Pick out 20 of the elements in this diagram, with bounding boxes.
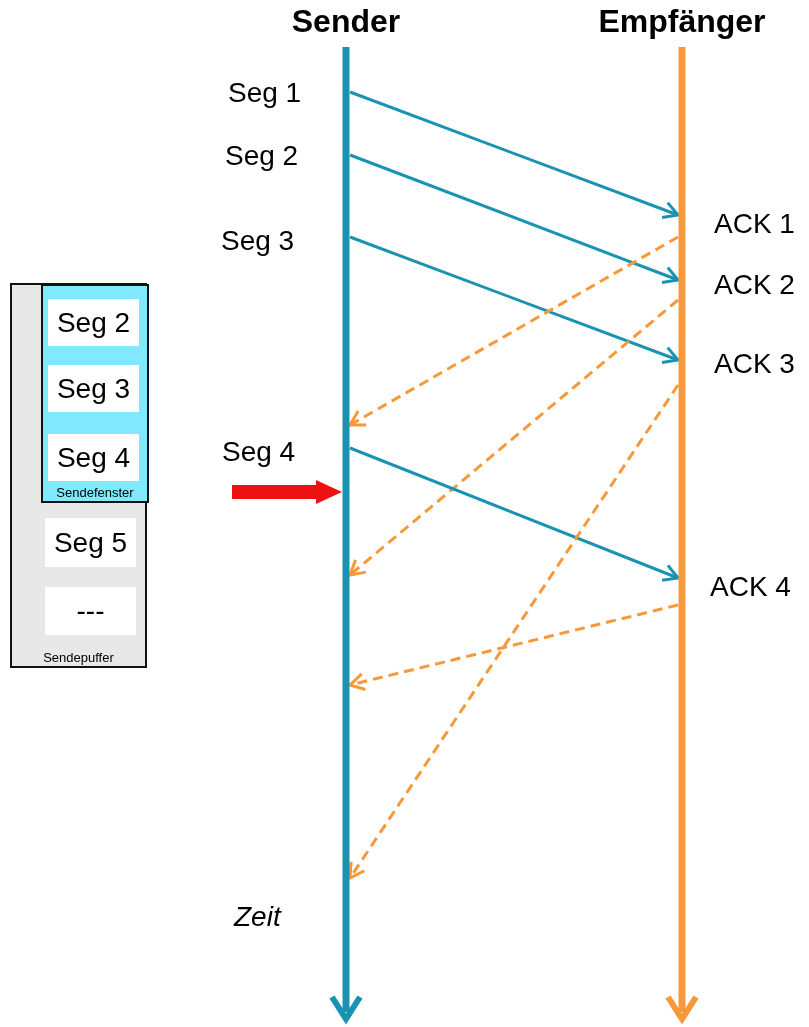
segment-cell: Seg 3: [48, 365, 139, 412]
segment-arrow: [349, 153, 680, 284]
ack-arrow: [348, 298, 679, 577]
window-panel: [41, 284, 149, 503]
ack-arrow: [348, 384, 680, 880]
segment-cell: Seg 4: [48, 434, 139, 481]
segment-arrow: [349, 90, 680, 220]
ack-arrow: [348, 603, 679, 691]
panel-caption: Sendepuffer: [42, 650, 115, 665]
buffer-panel: [10, 283, 147, 668]
pointer-arrow: [232, 480, 342, 504]
segment-cell: Seg 5: [45, 518, 136, 567]
placeholder-cell: ---: [45, 587, 136, 635]
ack-arrow: [348, 235, 679, 427]
segment-arrow: [349, 235, 680, 365]
lifeline-heading: Sender: [290, 5, 402, 37]
segment-cell: Seg 2: [48, 299, 139, 346]
panel-caption: Sendefenster: [55, 485, 135, 500]
lifeline-heading: Empfänger: [597, 5, 767, 37]
segment-arrow: [349, 446, 680, 582]
